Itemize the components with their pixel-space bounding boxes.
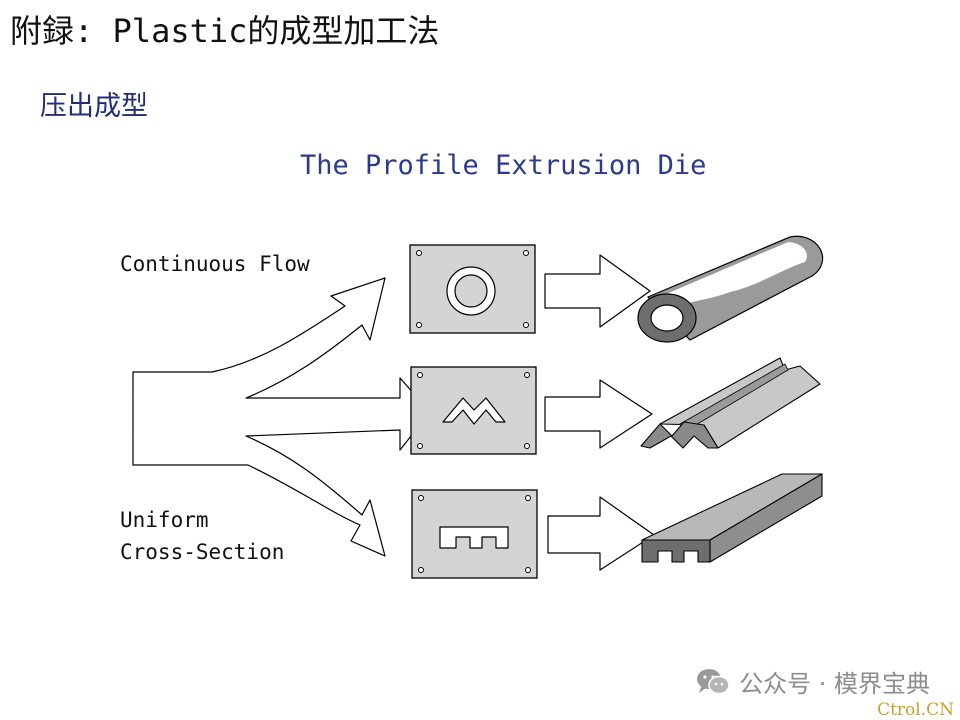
output-arrow-3 — [547, 496, 655, 571]
wechat-icon — [697, 668, 730, 694]
die-plate-ring — [409, 244, 536, 334]
label-uniform: Uniform — [120, 508, 209, 532]
output-arrow-1 — [544, 254, 651, 328]
credit-text: Ctrol.CN — [877, 700, 954, 720]
label-cross-section: Cross-Section — [120, 540, 285, 564]
die-plate-m-profile — [410, 366, 537, 455]
watermark: 公众号 · 模界宝典 — [695, 664, 930, 699]
extruded-tube — [637, 235, 824, 343]
output-arrow-2 — [544, 379, 653, 449]
watermark-text: 公众号 · 模界宝典 — [739, 670, 930, 698]
slide-title: 附録: Plastic的成型加工法 — [10, 12, 440, 50]
extruded-m-profile — [640, 357, 821, 449]
diagram-title: The Profile Extrusion Die — [300, 150, 707, 181]
die-plate-comb-profile — [411, 489, 538, 579]
section-title: 压出成型 — [40, 91, 148, 122]
label-continuous-flow: Continuous Flow — [120, 252, 310, 276]
extruded-comb-profile — [641, 473, 823, 563]
